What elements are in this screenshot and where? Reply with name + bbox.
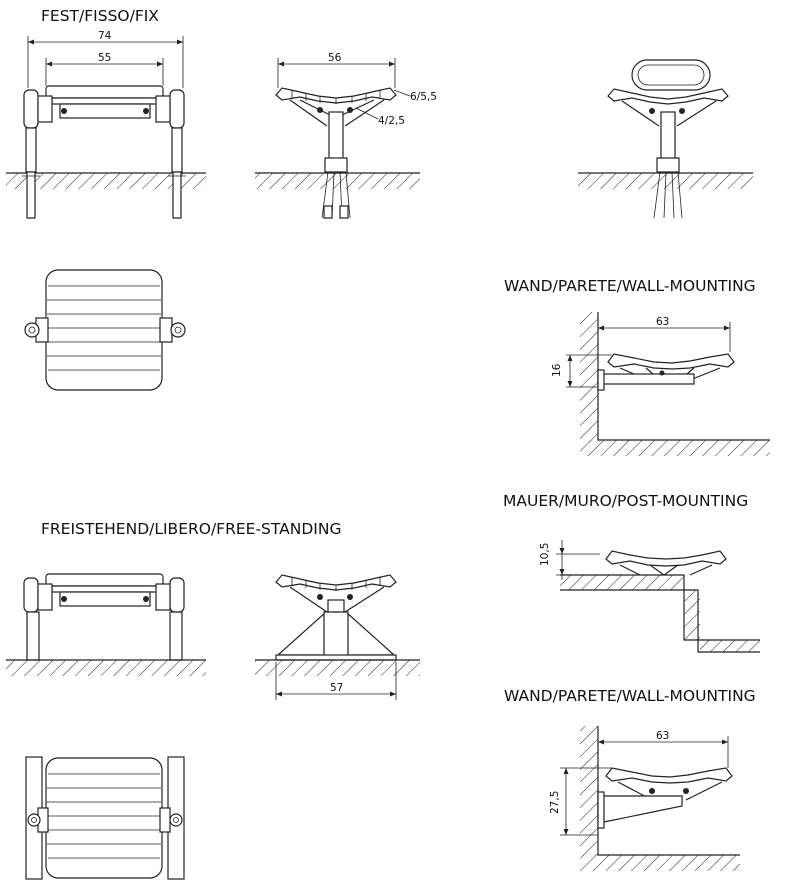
dim-wall2-height: 27,5 bbox=[549, 791, 561, 814]
title-free-standing: FREISTEHEND/LIBERO/FREE-STANDING bbox=[41, 520, 341, 538]
dim-free-base: 57 bbox=[330, 682, 343, 694]
fix-top-view bbox=[24, 269, 186, 391]
fix-front-view: 74 55 bbox=[6, 30, 206, 219]
title-fix: FEST/FISSO/FIX bbox=[41, 7, 159, 25]
wall-mounting-view-2: 63 27,5 bbox=[549, 726, 740, 871]
free-front-view bbox=[6, 573, 206, 676]
post-mounting-view: 10,5 bbox=[539, 540, 760, 653]
dim-fix-overall: 74 bbox=[98, 30, 112, 42]
dim-wall1-depth: 63 bbox=[656, 316, 669, 328]
title-wall-mounting-2: WAND/PARETE/WALL-MOUNTING bbox=[504, 687, 756, 705]
fix-side-view: 56 6/5,5 4/2,5 bbox=[255, 52, 437, 219]
title-post-mounting: MAUER/MURO/POST-MOUNTING bbox=[503, 492, 748, 510]
title-wall-mounting-1: WAND/PARETE/WALL-MOUNTING bbox=[504, 277, 756, 295]
free-top-view bbox=[25, 756, 185, 880]
dim-post-height: 10,5 bbox=[539, 543, 551, 566]
dim-wall1-height: 16 bbox=[551, 363, 563, 377]
dim-fix-hole-b: 4/2,5 bbox=[378, 115, 405, 127]
dim-fix-hole-a: 6/5,5 bbox=[410, 91, 437, 103]
wall-mounting-view-1: 63 16 bbox=[551, 312, 770, 456]
fix-side-view-cushion bbox=[578, 59, 753, 219]
free-side-view: 57 bbox=[255, 574, 420, 700]
dim-fix-seat: 55 bbox=[98, 52, 111, 64]
dim-wall2-depth: 63 bbox=[656, 730, 669, 742]
dim-fix-side-width: 56 bbox=[328, 52, 342, 64]
